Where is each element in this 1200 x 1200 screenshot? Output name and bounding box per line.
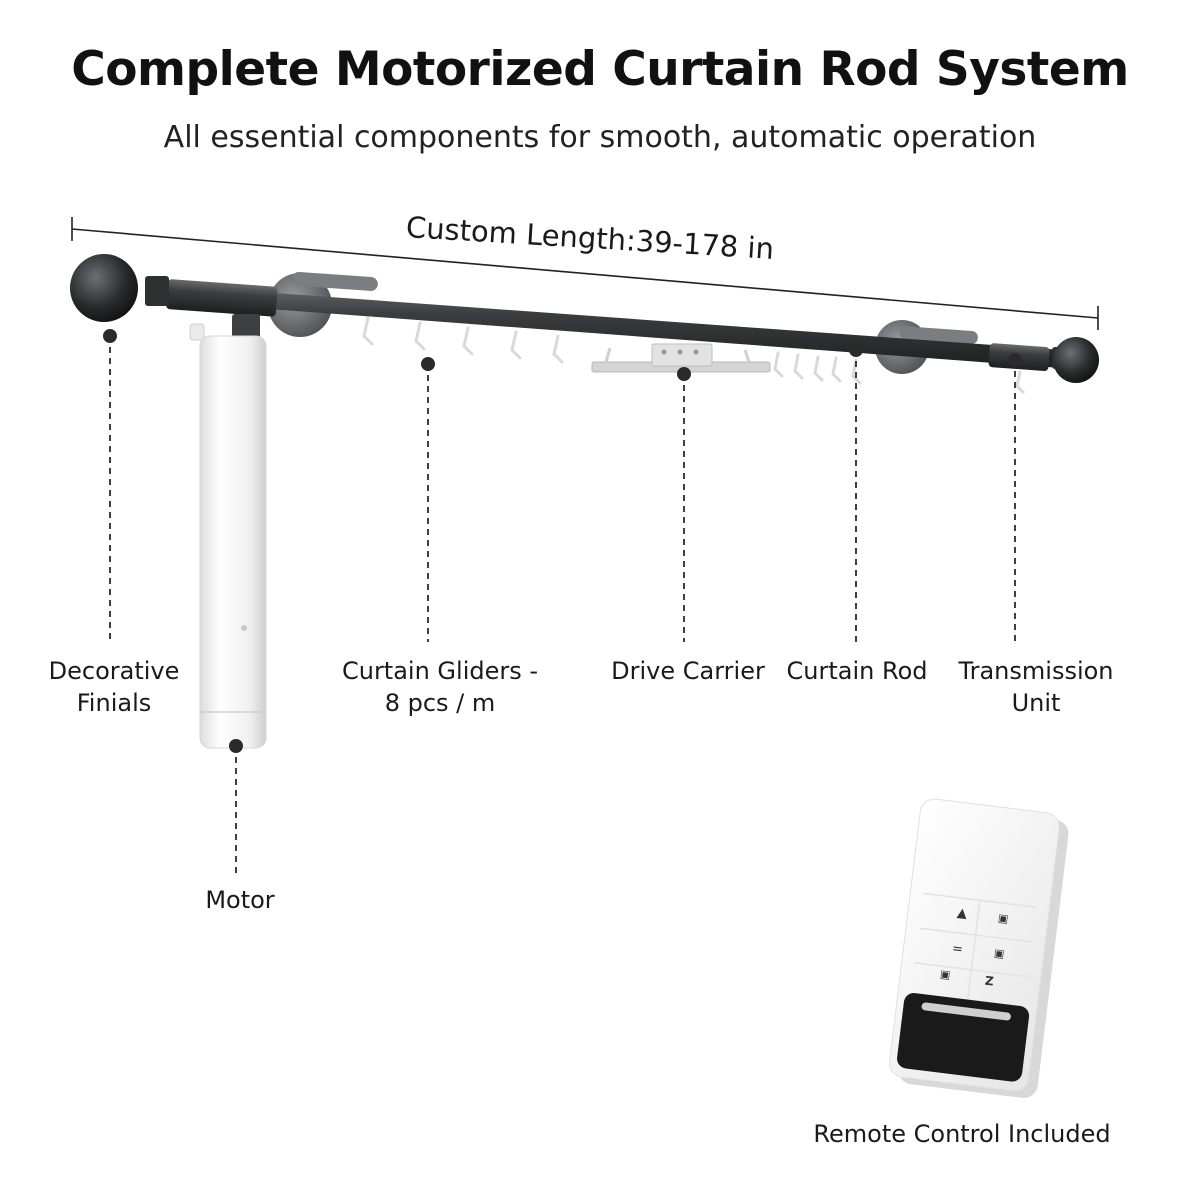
label-curtain-gliders: Curtain Gliders - 8 pcs / m (342, 655, 538, 719)
pointer-lines (109, 336, 1016, 876)
label-text: Decorative Finials (48, 657, 180, 717)
remote-control (888, 798, 1069, 1099)
label-remote-control: Remote Control Included (813, 1120, 1111, 1148)
label-curtain-rod: Curtain Rod (786, 657, 928, 685)
curtain-rod-body (149, 279, 1062, 371)
finial-left (70, 254, 169, 322)
label-transmission-unit: Transmission Unit (958, 655, 1113, 719)
motor-body (189, 314, 267, 749)
label-text: Transmission Unit (958, 657, 1114, 717)
label-text: Curtain Gliders - 8 pcs / m (341, 657, 539, 717)
finial-right (1052, 337, 1099, 383)
dimension-line (71, 217, 1099, 330)
label-motor: Motor (205, 886, 275, 914)
page-subtitle: All essential components for smooth, aut… (163, 120, 1037, 155)
curtain-gliders (362, 316, 1025, 394)
label-drive-carrier: Drive Carrier (611, 657, 765, 685)
label-decorative-finials: Decorative Finials (49, 655, 180, 719)
drive-carrier (591, 343, 771, 373)
page-title: Complete Motorized Curtain Rod System (71, 42, 1129, 97)
pointer-dots (103, 329, 1022, 753)
